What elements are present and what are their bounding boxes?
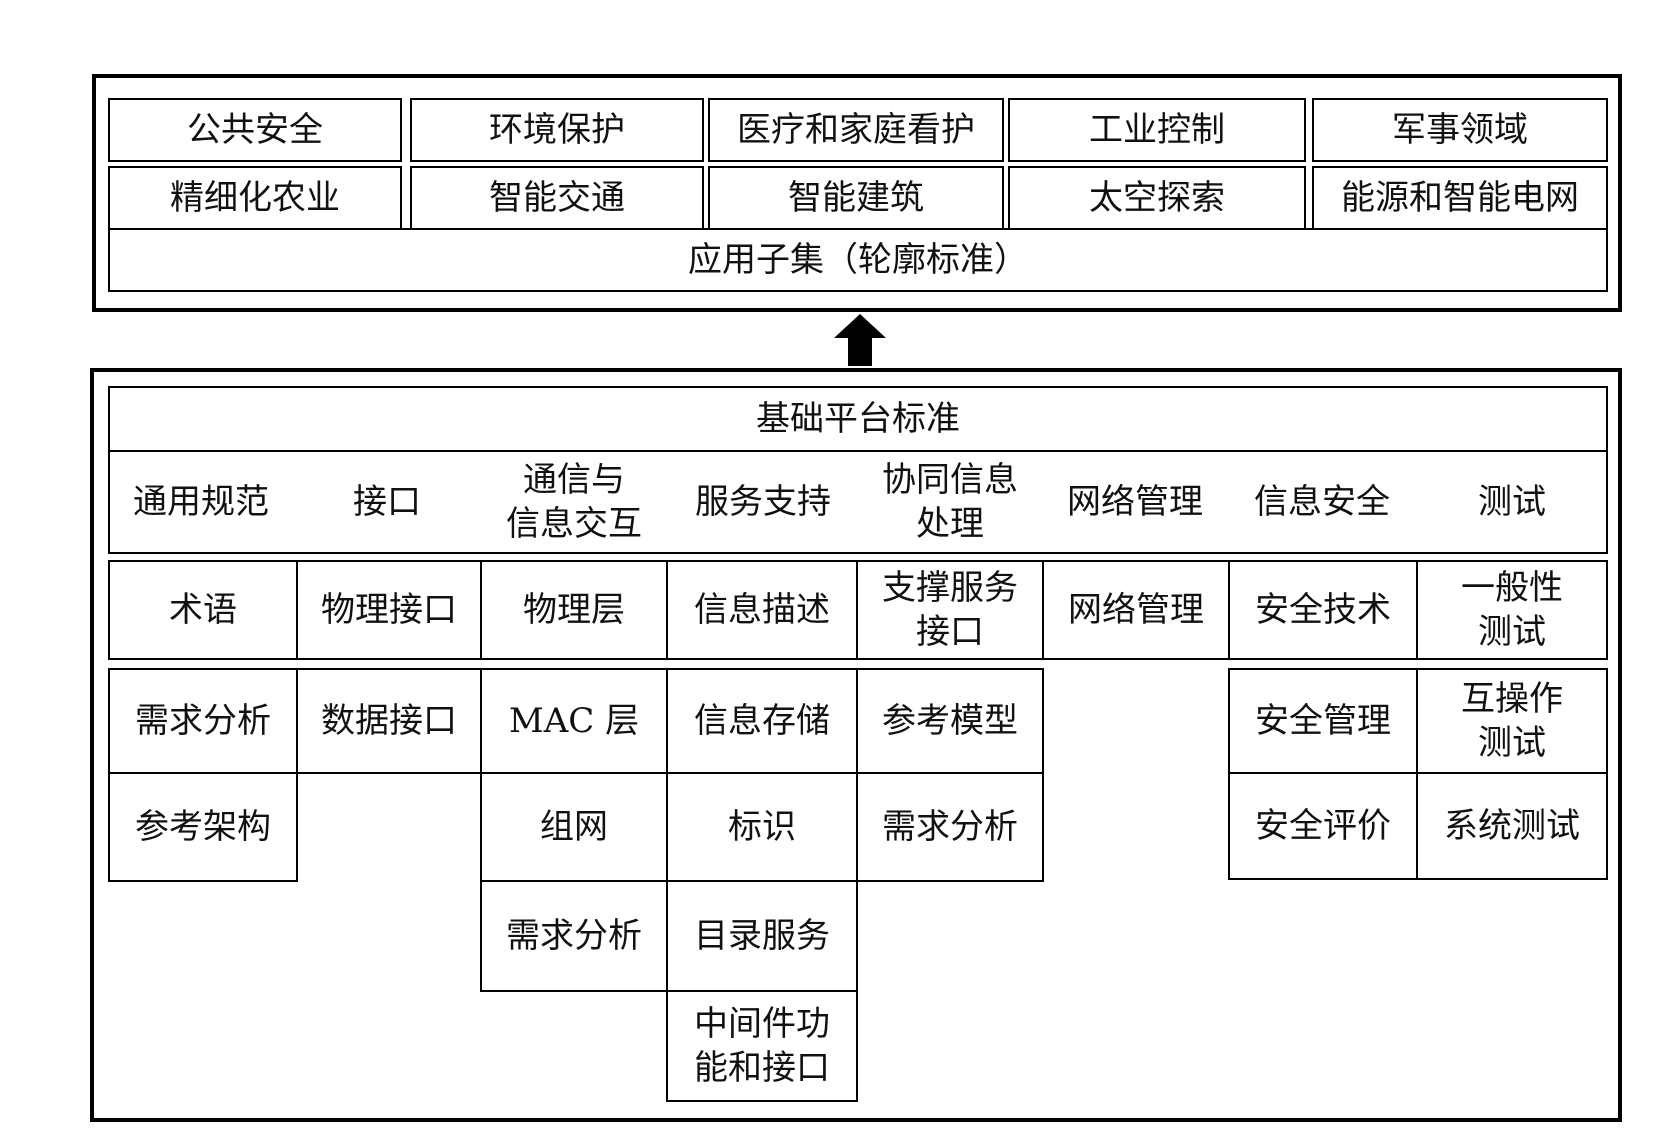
up-arrow-icon bbox=[834, 314, 886, 366]
item-mac-layer: MAC 层 bbox=[480, 668, 668, 774]
item-system-test: 系统测试 bbox=[1416, 772, 1608, 880]
item-comm-requirements: 需求分析 bbox=[480, 880, 668, 992]
app-subset-label: 应用子集（轮廓标准） bbox=[108, 228, 1608, 292]
item-general-test: 一般性 测试 bbox=[1416, 560, 1608, 660]
category-communication: 通信与 信息交互 bbox=[506, 460, 642, 544]
app-cell-military: 军事领域 bbox=[1312, 98, 1608, 162]
app-cell-industrial: 工业控制 bbox=[1008, 98, 1306, 162]
platform-title-divider bbox=[108, 450, 1608, 452]
item-info-storage: 信息存储 bbox=[666, 668, 858, 774]
item-physical-interface: 物理接口 bbox=[296, 560, 482, 660]
item-security-management: 安全管理 bbox=[1228, 668, 1418, 774]
item-support-service-interface: 支撑服务 接口 bbox=[856, 560, 1044, 660]
item-network-management: 网络管理 bbox=[1042, 560, 1230, 660]
app-cell-space: 太空探索 bbox=[1008, 166, 1306, 230]
item-reference-model: 参考模型 bbox=[856, 668, 1044, 774]
app-cell-healthcare: 医疗和家庭看护 bbox=[708, 98, 1004, 162]
category-collaborative-info: 协同信息 处理 bbox=[882, 460, 1018, 544]
item-info-description: 信息描述 bbox=[666, 560, 858, 660]
category-general-spec: 通用规范 bbox=[133, 482, 269, 522]
item-interoperability-test: 互操作 测试 bbox=[1416, 668, 1608, 774]
app-cell-environment: 环境保护 bbox=[410, 98, 704, 162]
app-cell-traffic: 智能交通 bbox=[410, 166, 704, 230]
item-terminology: 术语 bbox=[108, 560, 298, 660]
item-requirements-analysis: 需求分析 bbox=[108, 668, 298, 774]
category-info-security: 信息安全 bbox=[1254, 482, 1390, 522]
category-network-mgmt: 网络管理 bbox=[1067, 482, 1203, 522]
item-directory-service: 目录服务 bbox=[666, 880, 858, 992]
item-collab-requirements: 需求分析 bbox=[856, 772, 1044, 882]
app-cell-agriculture: 精细化农业 bbox=[108, 166, 402, 230]
item-identification: 标识 bbox=[666, 772, 858, 882]
item-security-evaluation: 安全评价 bbox=[1228, 772, 1418, 880]
app-cell-energy: 能源和智能电网 bbox=[1312, 166, 1608, 230]
category-testing: 测试 bbox=[1478, 482, 1546, 522]
item-reference-architecture: 参考架构 bbox=[108, 772, 298, 882]
item-networking: 组网 bbox=[480, 772, 668, 882]
platform-header-box bbox=[108, 386, 1608, 554]
category-service-support: 服务支持 bbox=[695, 482, 831, 522]
app-cell-public-safety: 公共安全 bbox=[108, 98, 402, 162]
item-middleware: 中间件功 能和接口 bbox=[666, 990, 858, 1102]
platform-title: 基础平台标准 bbox=[756, 399, 960, 439]
item-security-technology: 安全技术 bbox=[1228, 560, 1418, 660]
item-data-interface: 数据接口 bbox=[296, 668, 482, 774]
category-interface: 接口 bbox=[353, 482, 421, 522]
item-physical-layer: 物理层 bbox=[480, 560, 668, 660]
app-cell-building: 智能建筑 bbox=[708, 166, 1004, 230]
